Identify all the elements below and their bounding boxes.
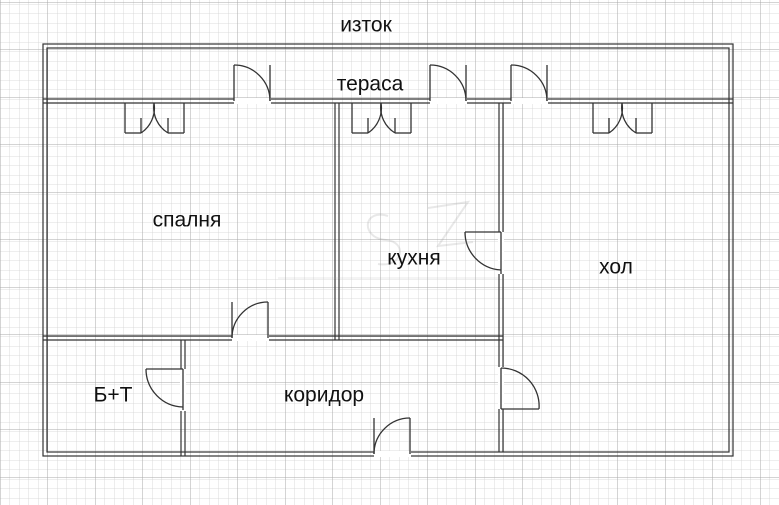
door-kitchen-corridor bbox=[464, 231, 502, 274]
door-living-terrace bbox=[510, 64, 548, 102]
room-label-living: хол bbox=[599, 255, 633, 279]
room-label-bathroom: Б+Т bbox=[93, 383, 133, 407]
door-bathroom bbox=[145, 368, 184, 410]
room-label-terrace: тераса bbox=[336, 72, 404, 96]
window-bedroom bbox=[124, 102, 185, 134]
room-label-kitchen: кухня bbox=[387, 246, 441, 270]
door-bedroom-corridor bbox=[231, 301, 269, 339]
door-kitchen-terrace bbox=[429, 64, 467, 102]
door-bedroom-terrace bbox=[233, 64, 271, 102]
door-living-corridor bbox=[500, 367, 540, 410]
orientation-label: изток bbox=[340, 13, 392, 37]
room-label-corridor: коридор bbox=[283, 383, 365, 407]
window-kitchen bbox=[351, 102, 412, 134]
window-living bbox=[592, 102, 653, 134]
room-label-bedroom: спалня bbox=[152, 208, 222, 232]
door-entrance bbox=[373, 417, 411, 455]
watermark-logo bbox=[278, 200, 498, 279]
